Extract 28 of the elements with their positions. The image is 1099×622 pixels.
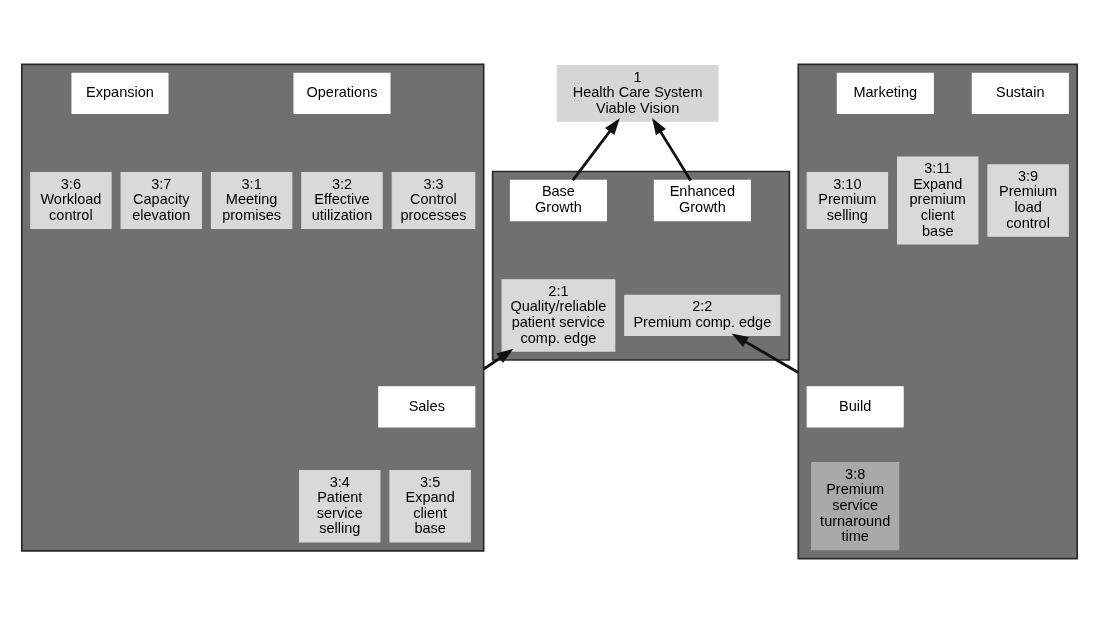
- node-box: 3:2 Effective utilization: [301, 171, 383, 229]
- node-box: 3:10 Premium selling: [806, 171, 889, 229]
- node-box: 3:4 Patient service selling: [299, 469, 381, 542]
- arrow: [482, 348, 514, 370]
- arrow: [652, 117, 692, 181]
- arrow: [571, 117, 620, 181]
- node-box: 3:6 Workload control: [30, 171, 112, 229]
- node-box: 3:8 Premium service turnaround time: [811, 461, 900, 550]
- arrow: [731, 333, 799, 374]
- node-box: Enhanced Growth: [653, 179, 751, 221]
- node-box: Expansion: [71, 72, 169, 114]
- node-box: Sales: [378, 385, 476, 428]
- node-box: 3:3 Control processes: [391, 171, 476, 229]
- cluster: [20, 63, 485, 552]
- node-box: 2:2 Premium comp. edge: [624, 294, 781, 336]
- node-box: Operations: [293, 72, 391, 114]
- cluster: [797, 63, 1079, 559]
- node-box: Build: [806, 385, 904, 428]
- node-box: 3:7 Capacity elevation: [120, 171, 202, 229]
- node-box: 1 Health Care System Viable Vision: [556, 64, 719, 122]
- node-box: 3:9 Premium load control: [987, 163, 1069, 237]
- node-box: Base Growth: [509, 179, 607, 221]
- node-box: 3:5 Expand client base: [389, 469, 471, 542]
- node-box: 3:11 Expand premium client base: [897, 155, 979, 245]
- node-box: Marketing: [836, 72, 934, 114]
- node-box: Sustain: [971, 72, 1069, 114]
- node-box: 3:1 Meeting promises: [210, 171, 293, 229]
- node-box: 2:1 Quality/reliable patient service comp. edge: [501, 278, 616, 352]
